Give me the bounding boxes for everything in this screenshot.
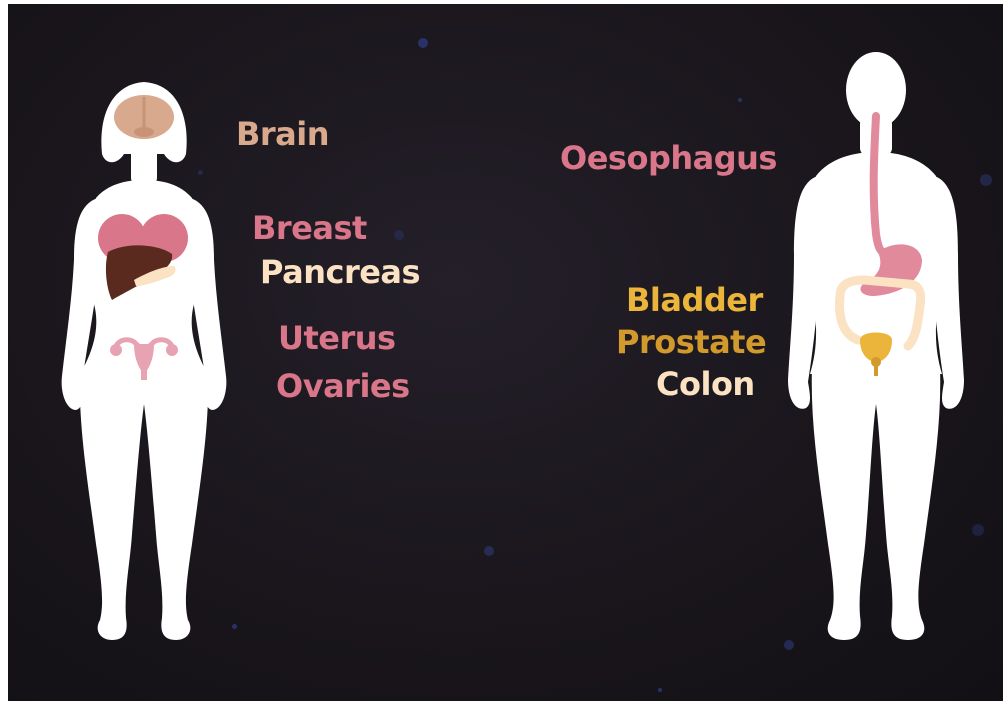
label-brain: Brain	[236, 118, 329, 150]
label-prostate: Prostate	[616, 326, 766, 358]
label-bladder: Bladder	[626, 284, 763, 316]
label-colon: Colon	[656, 368, 755, 400]
label-oesophagus: Oesophagus	[560, 142, 777, 174]
male-figure	[8, 4, 1003, 701]
label-breast: Breast	[252, 212, 367, 244]
label-ovaries: Ovaries	[276, 370, 410, 402]
label-pancreas: Pancreas	[260, 256, 420, 288]
label-uterus: Uterus	[278, 322, 396, 354]
diagram-canvas: Brain Breast Pancreas Uterus Ovaries Oes…	[8, 4, 1003, 701]
